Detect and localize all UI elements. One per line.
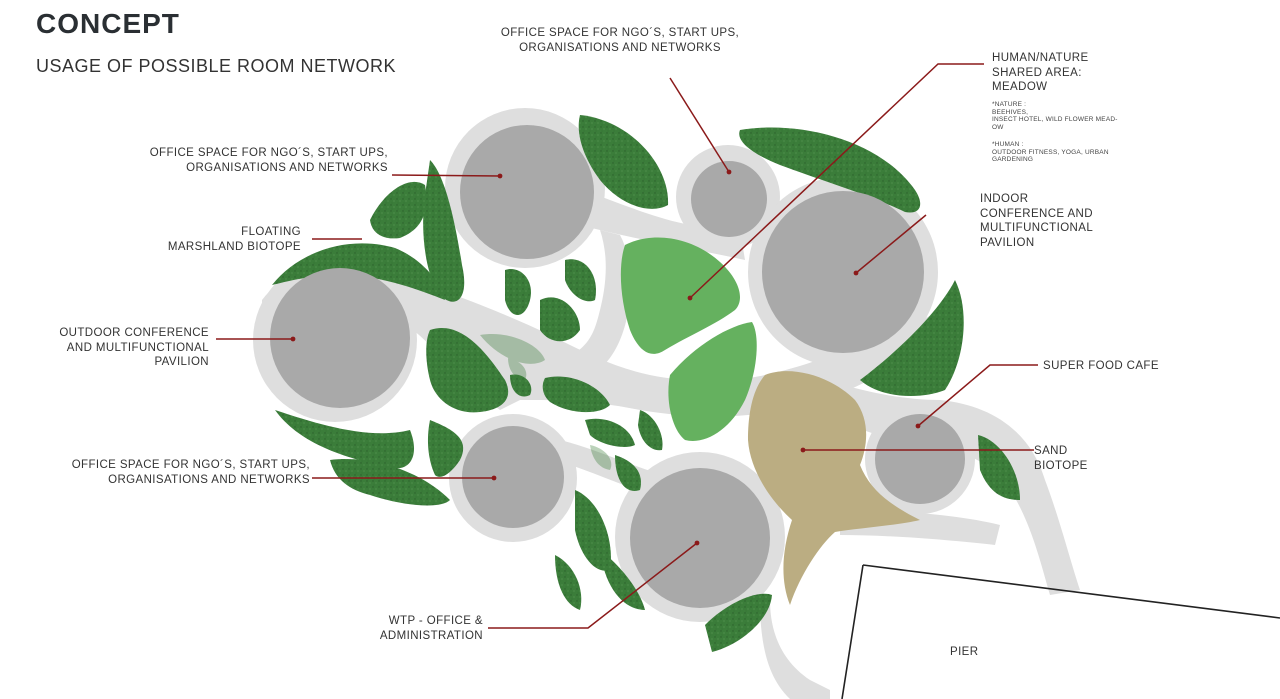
leader-wtp xyxy=(488,542,698,629)
room-outdoor-conference xyxy=(270,268,410,408)
green-patch xyxy=(575,490,611,571)
label-office-left-lower: OFFICE SPACE FOR NGO´S, START UPS, ORGAN… xyxy=(71,459,310,486)
green-patch xyxy=(555,555,582,610)
room-office-lower xyxy=(462,426,564,528)
green-patch xyxy=(330,459,450,506)
green-patch xyxy=(615,455,641,491)
room-cafe xyxy=(875,414,965,504)
green-patch xyxy=(705,593,772,652)
room-office-top xyxy=(460,125,594,259)
label-office-left-upper: OFFICE SPACE FOR NGO´S, START UPS, ORGAN… xyxy=(149,147,388,174)
pier-outline xyxy=(841,564,1280,699)
label-meadow: HUMAN/NATURE SHARED AREA: MEADOW xyxy=(992,52,1089,93)
room-cores xyxy=(270,125,965,608)
label-meadow-human: *HUMAN : OUTDOOR FITNESS, YOGA, URBAN GA… xyxy=(992,141,1109,163)
label-outdoor: OUTDOOR CONFERENCE AND MULTIFUNCTIONAL P… xyxy=(59,327,209,368)
sand-biotope xyxy=(748,371,920,605)
marsh-biotopes xyxy=(272,115,1020,652)
label-pier: PIER xyxy=(950,646,979,658)
label-meadow-nature: *NATURE : BEEHIVES, INSECT HOTEL, WILD F… xyxy=(992,101,1118,131)
green-patch xyxy=(426,328,509,413)
label-wtp: WTP - OFFICE & ADMINISTRATION xyxy=(379,615,483,642)
green-patch xyxy=(542,376,610,413)
green-patch xyxy=(540,297,580,342)
room-office-small xyxy=(691,161,767,237)
green-patch xyxy=(739,127,921,213)
green-patch xyxy=(427,420,464,477)
green-patch xyxy=(423,160,465,302)
green-patch xyxy=(275,410,415,469)
green-patch xyxy=(370,181,427,239)
leader-meadow xyxy=(689,63,984,299)
green-patch xyxy=(505,269,531,315)
label-floating: FLOATING MARSHLAND BIOTOPE xyxy=(167,226,301,253)
page-subtitle: USAGE OF POSSIBLE ROOM NETWORK xyxy=(36,56,397,76)
leader-dots xyxy=(290,169,921,546)
room-indoor-conference xyxy=(762,191,924,353)
label-indoor: INDOOR CONFERENCE AND MULTIFUNCTIONAL PA… xyxy=(980,193,1094,249)
green-patch xyxy=(585,418,635,447)
green-patch xyxy=(978,435,1020,500)
green-patch xyxy=(638,410,663,451)
page-title: CONCEPT xyxy=(36,8,180,39)
leader-cafe xyxy=(917,364,1038,427)
green-patch xyxy=(860,280,964,396)
label-cafe: SUPER FOOD CAFE xyxy=(1043,360,1159,372)
meadow-areas xyxy=(620,237,757,441)
translucent-patches xyxy=(480,334,612,470)
green-patch xyxy=(510,374,532,397)
green-patch xyxy=(565,259,596,302)
meadow-patch xyxy=(620,237,740,354)
room-wtp xyxy=(630,468,770,608)
label-sand: SAND BIOTOPE xyxy=(1034,445,1088,472)
green-patch xyxy=(578,115,669,209)
label-office-top: OFFICE SPACE FOR NGO´S, START UPS, ORGAN… xyxy=(500,27,740,54)
leader-lines xyxy=(216,63,1038,629)
green-patch xyxy=(600,550,645,610)
leader-indoor xyxy=(855,214,927,274)
meadow-patch xyxy=(668,322,757,441)
leader-office-top xyxy=(669,77,730,173)
leader-office-left-upper xyxy=(391,174,501,177)
